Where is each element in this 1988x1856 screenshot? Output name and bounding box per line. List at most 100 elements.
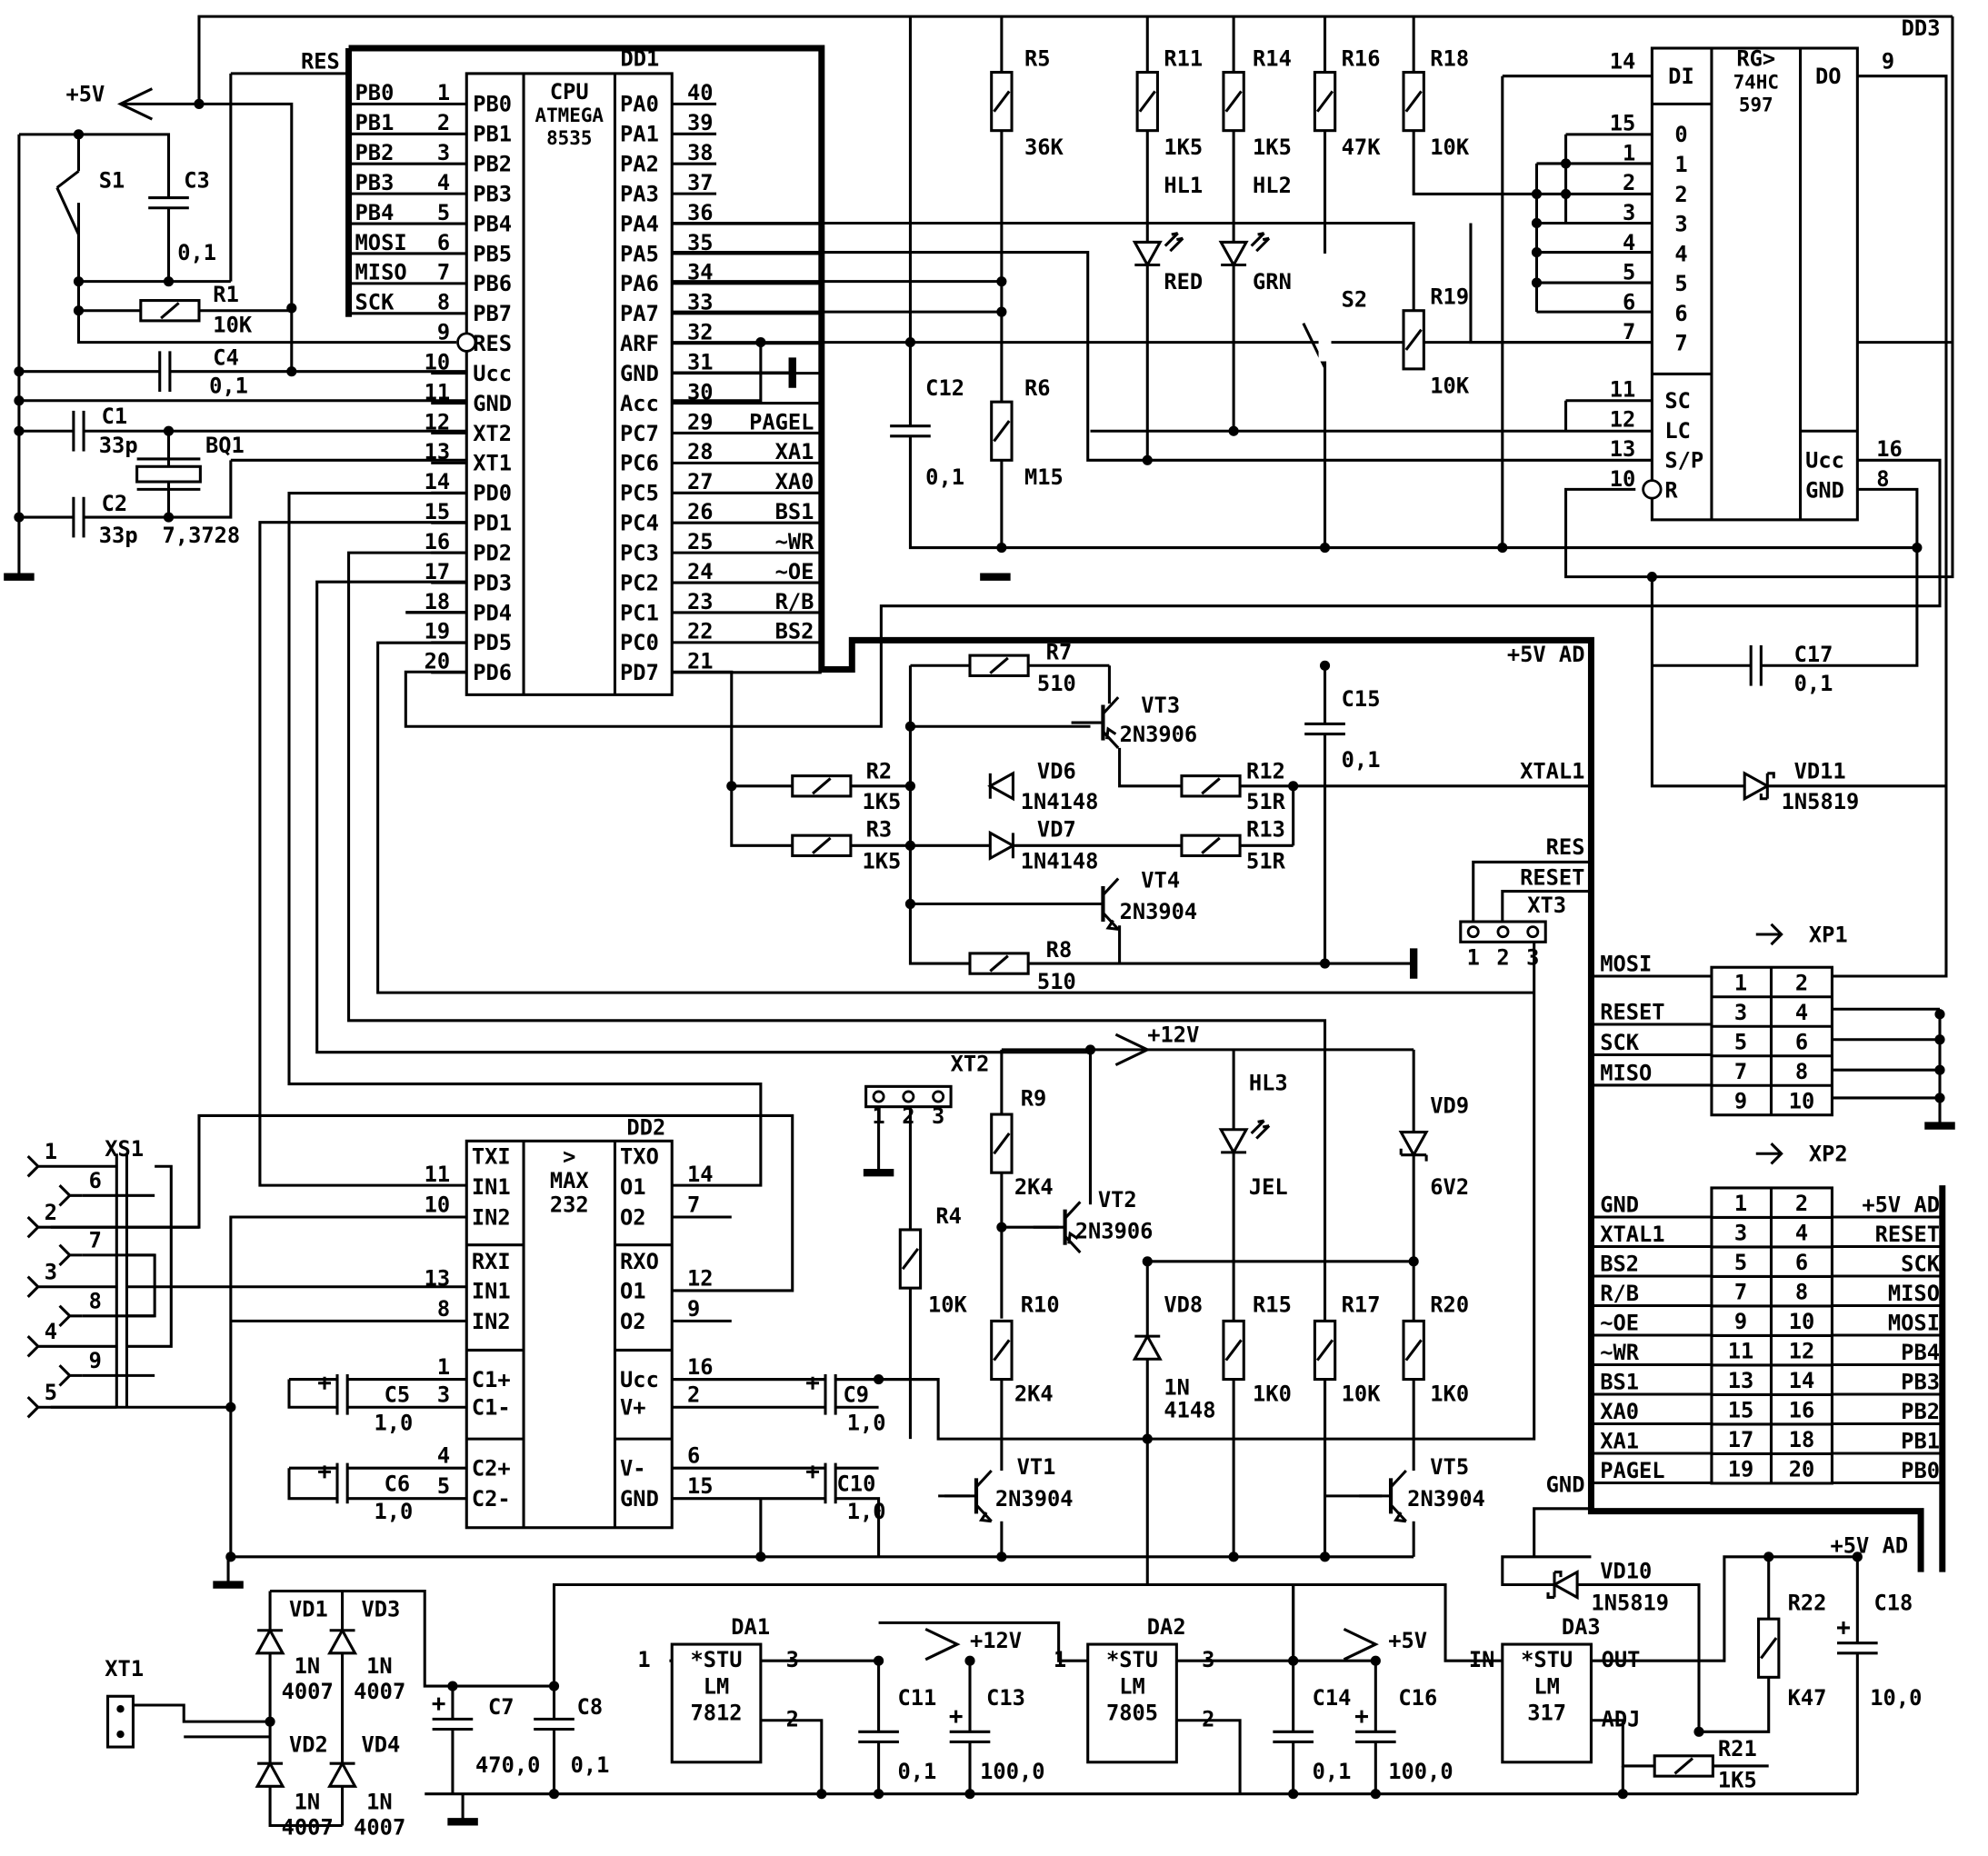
component-value: 100,0 [1388, 1759, 1453, 1784]
plus-icon [806, 1465, 820, 1479]
pin-name: PA1 [620, 122, 659, 147]
regulator-ref: DA1 [731, 1614, 770, 1640]
component-ref: VD7 [1037, 817, 1076, 843]
junction-dot [1531, 277, 1543, 288]
wire [270, 1582, 1503, 1688]
pin-number: 35 [687, 230, 714, 255]
component-value: 470,0 [475, 1752, 540, 1778]
arrow-head-icon [924, 1627, 961, 1661]
pin-number: 2 [1623, 170, 1635, 195]
pin-name: XT1 [473, 451, 512, 476]
diode-triangle [1551, 1569, 1579, 1601]
diode-vd3 [327, 1627, 358, 1655]
power-net-label: +12V [1147, 1023, 1199, 1048]
bus-net-label: PB3 [355, 170, 395, 195]
junction-dot [447, 1681, 458, 1691]
bus-net-label: BS2 [775, 619, 814, 644]
component-ref: S1 [99, 167, 125, 193]
pin-name: O2 [620, 1309, 646, 1334]
connector-xp2 [1591, 1143, 1943, 1485]
net-label-res: RES [1546, 834, 1585, 860]
component-ref: R17 [1342, 1292, 1381, 1318]
pin-name: PB5 [473, 241, 512, 266]
diode-vd4 [327, 1761, 358, 1788]
net-label: SCK [1600, 1030, 1640, 1055]
junction-dot [1142, 1433, 1153, 1444]
component-value: 4148 [1164, 1397, 1215, 1422]
pin-number: 3 [1623, 200, 1635, 225]
cap-gap [824, 1462, 836, 1504]
diode-symbol-icon [327, 1627, 358, 1655]
component-ref: VT5 [1430, 1454, 1469, 1480]
diode-symbol-icon [1218, 1119, 1271, 1156]
pin-name: PA4 [620, 211, 659, 236]
net-label: RESET [1600, 999, 1664, 1024]
component-value: K47 [1788, 1685, 1827, 1711]
wire [1832, 75, 1948, 978]
pin-number: 5 [45, 1380, 57, 1405]
diode-symbol-icon [1546, 1569, 1579, 1601]
pin-number: 1 [872, 1103, 884, 1129]
wire [878, 1621, 1088, 1662]
connector-pin-icon [26, 1215, 117, 1239]
resistor-mark [993, 420, 1011, 443]
junction-dot [996, 542, 1007, 554]
ic-body [465, 72, 674, 696]
pin-number: 4 [437, 170, 450, 195]
wire [1412, 16, 1653, 195]
capacitor-c17 [1749, 644, 1763, 686]
pin-number: 37 [687, 170, 714, 195]
component-value: 33p [99, 523, 138, 548]
pin-name: IN [1469, 1647, 1495, 1672]
pin-number: 3 [1734, 1221, 1747, 1246]
bus-net-label: MOSI [355, 230, 407, 255]
component-ref: BQ1 [205, 433, 245, 458]
component-value: 2N3904 [1407, 1486, 1485, 1512]
pin-number: 23 [687, 589, 714, 614]
diode-triangle [1218, 240, 1249, 268]
connector-ref: XS1 [105, 1136, 144, 1162]
bus-net-label: PAGEL [749, 409, 814, 434]
junction-dot [904, 721, 916, 732]
wire [18, 460, 233, 519]
power-arrow [924, 1627, 961, 1661]
resistor-mark [1760, 1637, 1778, 1660]
net-label: BS1 [1600, 1369, 1639, 1394]
pin-number: 3 [786, 1647, 799, 1672]
wire [1501, 890, 1592, 933]
component-ref: R4 [935, 1203, 962, 1229]
regulator-ref: DA3 [1562, 1614, 1601, 1640]
plus-icon [1355, 1710, 1368, 1723]
component-ref: HL3 [1249, 1071, 1288, 1096]
pin-number: 15 [1728, 1398, 1754, 1423]
pin-number: 22 [687, 619, 714, 644]
junction-dot [1319, 958, 1331, 969]
component-ref: R14 [1253, 46, 1292, 72]
pin-number: 1 [45, 1139, 57, 1164]
component-ref: S2 [1342, 287, 1368, 313]
pin-number: 2 [902, 1103, 914, 1129]
junction-dot [1319, 542, 1331, 554]
net-label: PB4 [1901, 1340, 1940, 1365]
junction-dot [265, 1716, 275, 1727]
pin-number: 2 [45, 1200, 57, 1225]
junction-dot [73, 276, 85, 287]
resistor-r12 [1180, 774, 1242, 798]
component-value: JEL [1249, 1174, 1288, 1200]
junction-dot [1693, 1726, 1704, 1737]
component-ref: VT1 [1017, 1454, 1056, 1480]
pin-number: 8 [1795, 1280, 1808, 1305]
schottky-mark [1759, 772, 1775, 801]
diode-symbol-icon [1132, 232, 1184, 268]
pin-number: 15 [425, 499, 451, 524]
pin-number: 4 [1795, 1221, 1808, 1246]
junction-dot [1560, 158, 1572, 169]
capacitor-c10 [806, 1462, 837, 1504]
header-pin [1496, 925, 1510, 939]
pin-number: 3 [1202, 1647, 1214, 1672]
capacitor-c9 [806, 1373, 837, 1415]
diode-symbol-icon [987, 771, 1014, 802]
pin-name: 3 [1674, 212, 1687, 237]
power-net-label: +5V [1388, 1628, 1427, 1653]
